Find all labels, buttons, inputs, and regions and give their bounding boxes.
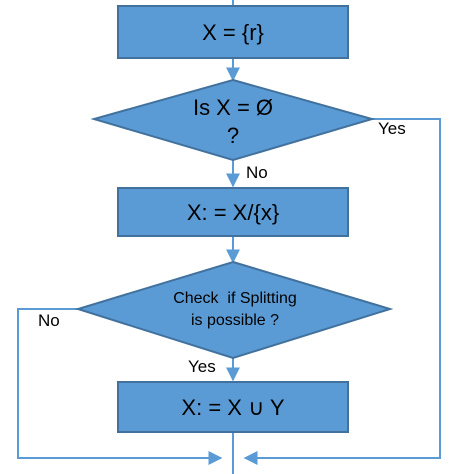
process-union: X: = X ∪ Y: [117, 381, 349, 433]
label-empty-check-no: No: [246, 163, 268, 182]
decision-empty-check-line2: ?: [227, 123, 239, 148]
decision-empty-check-line1: Is X = Ø: [193, 95, 273, 120]
label-split-check-yes: Yes: [188, 357, 216, 376]
decision-split-check: Check if Splitting is possible ?: [74, 260, 394, 360]
process-union-label: X: = X ∪ Y: [181, 395, 284, 420]
label-empty-check-yes: Yes: [378, 119, 406, 138]
process-remove: X: = X/{x}: [117, 187, 349, 237]
process-init: X = {r}: [117, 5, 349, 59]
decision-split-check-line2: is possible ?: [191, 312, 279, 329]
process-init-label: X = {r}: [202, 20, 264, 45]
decision-split-check-line1: Check if Splitting: [173, 290, 297, 307]
label-split-check-no: No: [38, 311, 60, 330]
edge-split-check-no: [17, 308, 223, 465]
edge-empty-check-yes: [243, 118, 441, 465]
connectors: [17, 0, 441, 474]
decision-empty-check: Is X = Ø ?: [90, 78, 376, 162]
process-remove-label: X: = X/{x}: [187, 200, 279, 225]
